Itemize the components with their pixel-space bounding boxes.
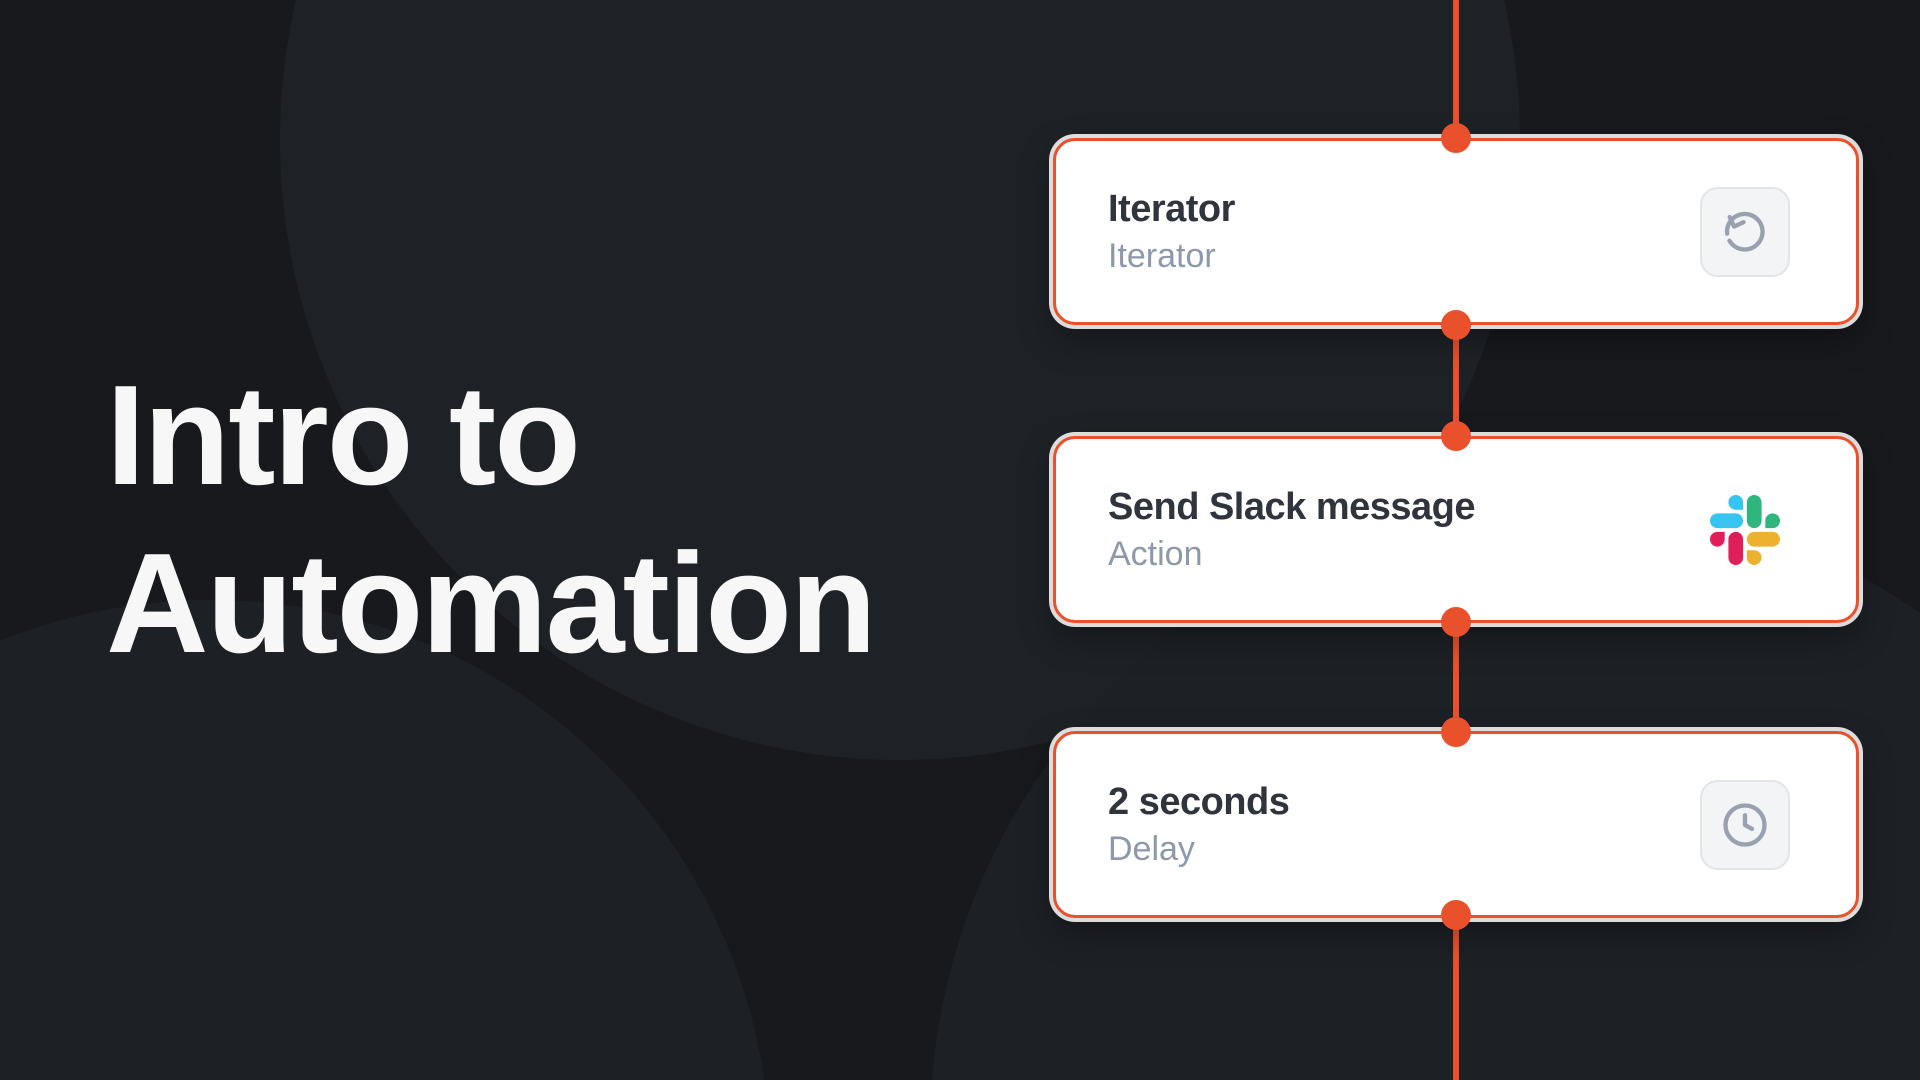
flow-connector-dot <box>1441 123 1471 153</box>
node-title: Send Slack message <box>1108 485 1476 528</box>
page-title: Intro to Automation <box>106 352 877 687</box>
flow-connector-dot <box>1441 717 1471 747</box>
flow-node-delay[interactable]: 2 seconds Delay <box>1053 731 1859 918</box>
heading-line-1: Intro to <box>106 356 581 515</box>
node-text: 2 seconds Delay <box>1108 780 1290 869</box>
flow-connector-dot <box>1441 421 1471 451</box>
flow-node-iterator[interactable]: Iterator Iterator <box>1053 138 1859 325</box>
workflow-diagram: Iterator Iterator Send Slack message Act… <box>1053 0 1859 1080</box>
node-title: Iterator <box>1108 187 1235 230</box>
flow-node-slack[interactable]: Send Slack message Action <box>1053 436 1859 623</box>
flow-connector-dot <box>1441 310 1471 340</box>
node-title: 2 seconds <box>1108 780 1290 823</box>
flow-connector-dot <box>1441 607 1471 637</box>
node-subtitle: Action <box>1108 534 1203 573</box>
node-subtitle: Delay <box>1108 829 1195 868</box>
node-subtitle: Iterator <box>1108 236 1216 275</box>
node-text: Send Slack message Action <box>1108 485 1476 574</box>
node-text: Iterator Iterator <box>1108 188 1235 276</box>
flow-connector-dot <box>1441 900 1471 930</box>
clock-delay-icon <box>1700 779 1790 870</box>
slack-icon <box>1700 485 1790 575</box>
iterator-rotate-icon <box>1700 186 1790 277</box>
heading-line-2: Automation <box>106 523 877 683</box>
